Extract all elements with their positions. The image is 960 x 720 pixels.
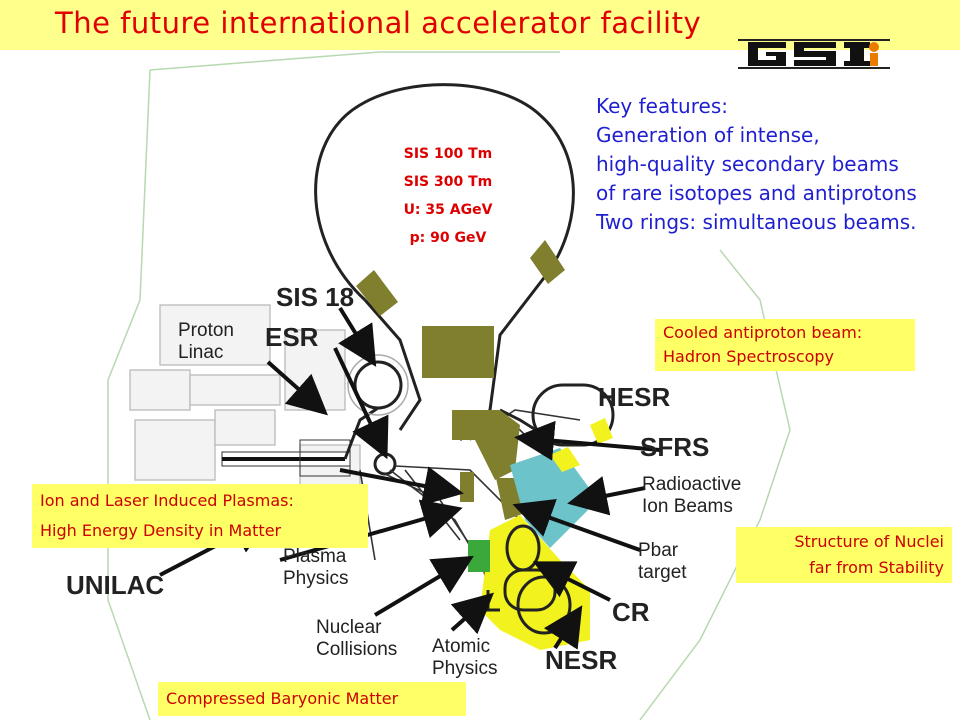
ring-spec-3: U: 35 AGeV bbox=[403, 202, 493, 218]
existing-buildings bbox=[129, 304, 361, 506]
label-plasma: Plasma bbox=[283, 546, 347, 567]
key-features-heading: Key features: bbox=[596, 94, 728, 118]
cooled-antiproton-box: Cooled antiproton beam: Hadron Spectrosc… bbox=[655, 319, 915, 371]
ring-specs: SIS 100 Tm SIS 300 Tm U: 35 AGeV p: 90 G… bbox=[378, 140, 518, 252]
label-ion-beams: Ion Beams bbox=[642, 496, 733, 517]
label-pbar: Pbar bbox=[638, 540, 679, 561]
label-proton-linac: Proton Linac bbox=[178, 320, 234, 364]
title-bar bbox=[0, 0, 960, 50]
label-radioactive: Radioactive bbox=[642, 474, 742, 495]
page-title: The future international accelerator fac… bbox=[55, 6, 702, 40]
label-nuclear-collisions: Nuclear Collisions bbox=[316, 617, 397, 661]
label-atomic-physics: Atomic Physics bbox=[432, 636, 497, 680]
label-physics: Physics bbox=[283, 568, 349, 589]
key-feature-line-1: Generation of intense, bbox=[596, 123, 820, 147]
cbm-building bbox=[468, 540, 490, 572]
label-proton: Proton bbox=[178, 320, 234, 341]
plasmas-line-2: High Energy Density in Matter bbox=[40, 521, 282, 540]
plasmas-box: Ion and Laser Induced Plasmas: High Ener… bbox=[32, 484, 368, 548]
label-nesr: NESR bbox=[545, 645, 618, 675]
ring-spec-4: p: 90 GeV bbox=[409, 230, 487, 246]
label-hesr: HESR bbox=[598, 382, 671, 412]
cooled-line-1: Cooled antiproton beam: bbox=[663, 323, 863, 342]
sis100-ring bbox=[314, 83, 575, 442]
label-sis18: SIS 18 bbox=[276, 282, 355, 312]
label-target: target bbox=[638, 562, 687, 583]
baryonic-matter-box: Compressed Baryonic Matter bbox=[158, 682, 466, 716]
label-nuclear: Nuclear bbox=[316, 617, 382, 638]
unilac-line bbox=[221, 439, 351, 477]
plasmas-line-1: Ion and Laser Induced Plasmas: bbox=[40, 491, 294, 510]
key-feature-line-4: Two rings: simultaneous beams. bbox=[596, 210, 917, 234]
baryonic-label: Compressed Baryonic Matter bbox=[166, 689, 399, 708]
label-unilac: UNILAC bbox=[66, 570, 165, 600]
key-feature-line-3: of rare isotopes and antiprotons bbox=[596, 181, 917, 205]
label-collisions: Collisions bbox=[316, 639, 398, 660]
label-radioactive-ion-beams: Radioactive Ion Beams bbox=[642, 474, 741, 518]
label-atomic-physics-2: Physics bbox=[432, 658, 498, 679]
key-features: Key features: Generation of intense, hig… bbox=[596, 92, 917, 237]
ring-spec-1: SIS 100 Tm bbox=[403, 146, 493, 162]
label-atomic: Atomic bbox=[432, 636, 491, 657]
ring-spec-2: SIS 300 Tm bbox=[403, 174, 493, 190]
cooled-line-2: Hadron Spectroscopy bbox=[663, 347, 835, 366]
site-outline bbox=[107, 51, 791, 720]
hesr-ring bbox=[531, 383, 615, 447]
label-plasma-physics: Plasma Physics bbox=[283, 546, 348, 590]
structure-line-1: Structure of Nuclei bbox=[794, 532, 944, 551]
label-cr: CR bbox=[612, 597, 650, 627]
label-esr: ESR bbox=[265, 322, 319, 352]
structure-nuclei-box: Structure of Nuclei far from Stability bbox=[736, 527, 952, 583]
gsi-logo bbox=[738, 39, 890, 69]
label-pbar-target: Pbar target bbox=[638, 540, 687, 584]
key-feature-line-2: high-quality secondary beams bbox=[596, 152, 899, 176]
label-linac: Linac bbox=[178, 342, 224, 363]
label-sfrs: SFRS bbox=[640, 432, 710, 462]
structure-line-2: far from Stability bbox=[804, 558, 944, 577]
